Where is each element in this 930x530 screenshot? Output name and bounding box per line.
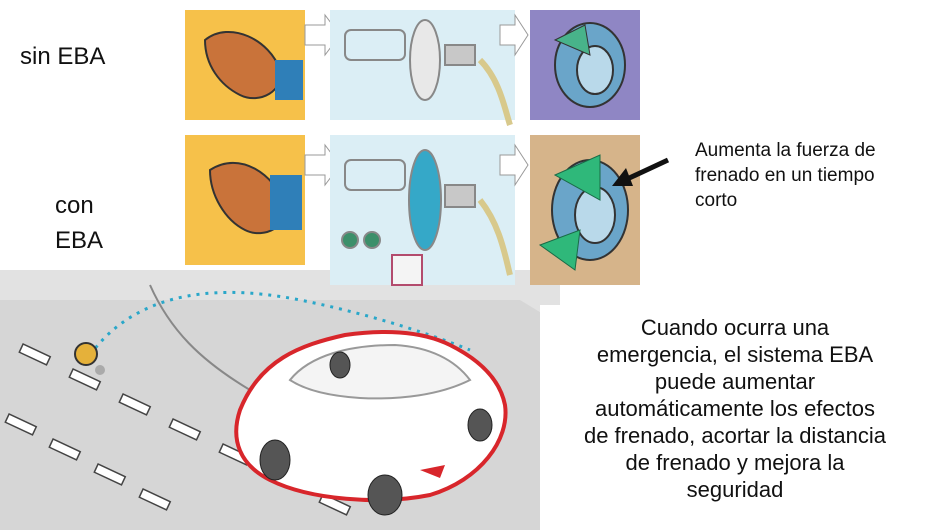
label-box-with	[35, 175, 175, 265]
label-without-eba: sin EBA	[20, 43, 106, 70]
row-without-eba	[185, 10, 640, 126]
car-icon	[234, 330, 508, 516]
description-line-1: Cuando ocurra una	[640, 315, 830, 340]
description-line-3: puede aumentar	[654, 369, 816, 394]
description-line-4: automáticamente los efectos	[594, 396, 876, 421]
description-line-5: de frenado, acortar la distancia	[583, 423, 887, 448]
brake-disc-icon-2	[538, 154, 629, 271]
label-with-eba-line1: con	[55, 192, 94, 219]
description-box	[540, 305, 930, 530]
foot-pedal-icon	[203, 30, 282, 100]
brake-disc-icon	[553, 22, 626, 108]
note-line-1: Aumenta la fuerza de	[695, 140, 876, 161]
curb-line	[149, 284, 251, 391]
label-box-without	[10, 30, 172, 88]
label-with-eba-line2: EBA	[55, 227, 104, 254]
brake-booster-icon-2	[341, 149, 513, 286]
description-line-6: de frenado y mejora la	[625, 450, 845, 475]
ball-icon	[74, 342, 98, 366]
brake-booster-icon	[344, 19, 513, 126]
description-line-2: emergencia, el sistema EBA	[596, 342, 874, 367]
note-line-3: corto	[695, 190, 738, 211]
arrow-icon	[612, 157, 670, 186]
row-with-eba	[185, 135, 670, 286]
note-line-2: frenado en un tiempo	[695, 165, 875, 186]
description-line-7: seguridad	[686, 477, 784, 502]
